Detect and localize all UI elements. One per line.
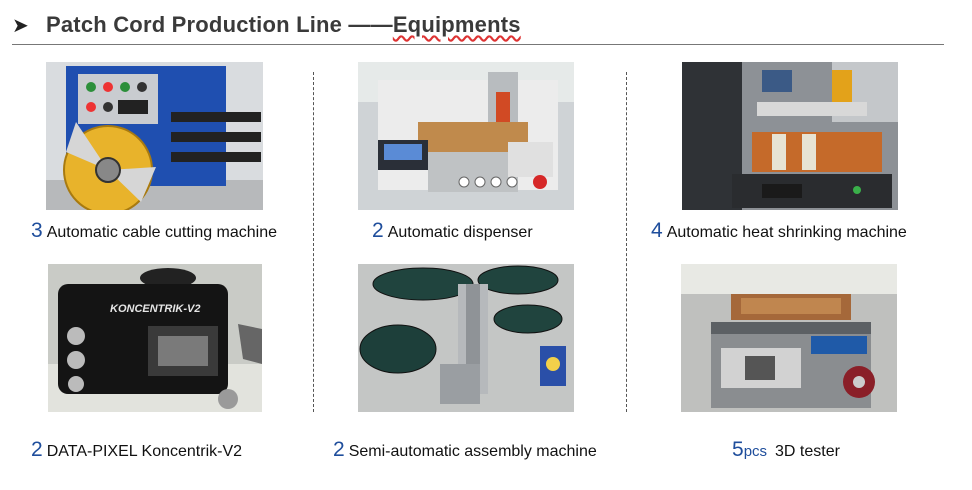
equipment-name: Automatic heat shrinking machine [666,224,907,241]
arrowhead-bullet-icon: ➤ [12,14,29,37]
equipment-name: Automatic dispenser [387,224,533,241]
quantity: 5 [732,438,744,461]
quantity: 3 [31,219,43,242]
koncentrik-label: KONCENTRIK-V2 [110,303,200,315]
equipment-name: 3D tester [775,443,840,460]
quantity: 2 [372,219,384,242]
equipment-name: DATA-PIXEL Koncentrik-V2 [46,443,243,460]
photo-automatic-dispenser [358,62,574,210]
column-divider-left [313,72,314,412]
slide-title-tail: Equipments [392,12,521,37]
slide-title: Patch Cord Production Line ——Equipments [46,12,521,38]
quantity-unit: pcs [743,443,768,460]
quantity: 2 [31,438,43,461]
photo-3d-tester [681,264,897,412]
slide-title-main: Patch Cord Production Line —— [46,12,393,37]
photo-cable-cutting-machine [46,62,263,210]
caption-3d-tester: 5pcs 3D tester [732,438,840,462]
photo-koncentrik-v2: KONCENTRIK-V2 [48,264,262,412]
quantity: 2 [333,438,345,461]
photo-semi-automatic-assembly [358,264,574,412]
photo-heat-shrinking-machine [682,62,898,210]
equipment-name: Semi-automatic assembly machine [348,443,597,460]
title-divider [12,44,944,45]
equipment-name: Automatic cable cutting machine [46,224,278,241]
slide-title-row: ➤ Patch Cord Production Line ——Equipment… [12,8,521,42]
quantity: 4 [651,219,663,242]
column-divider-right [626,72,627,412]
